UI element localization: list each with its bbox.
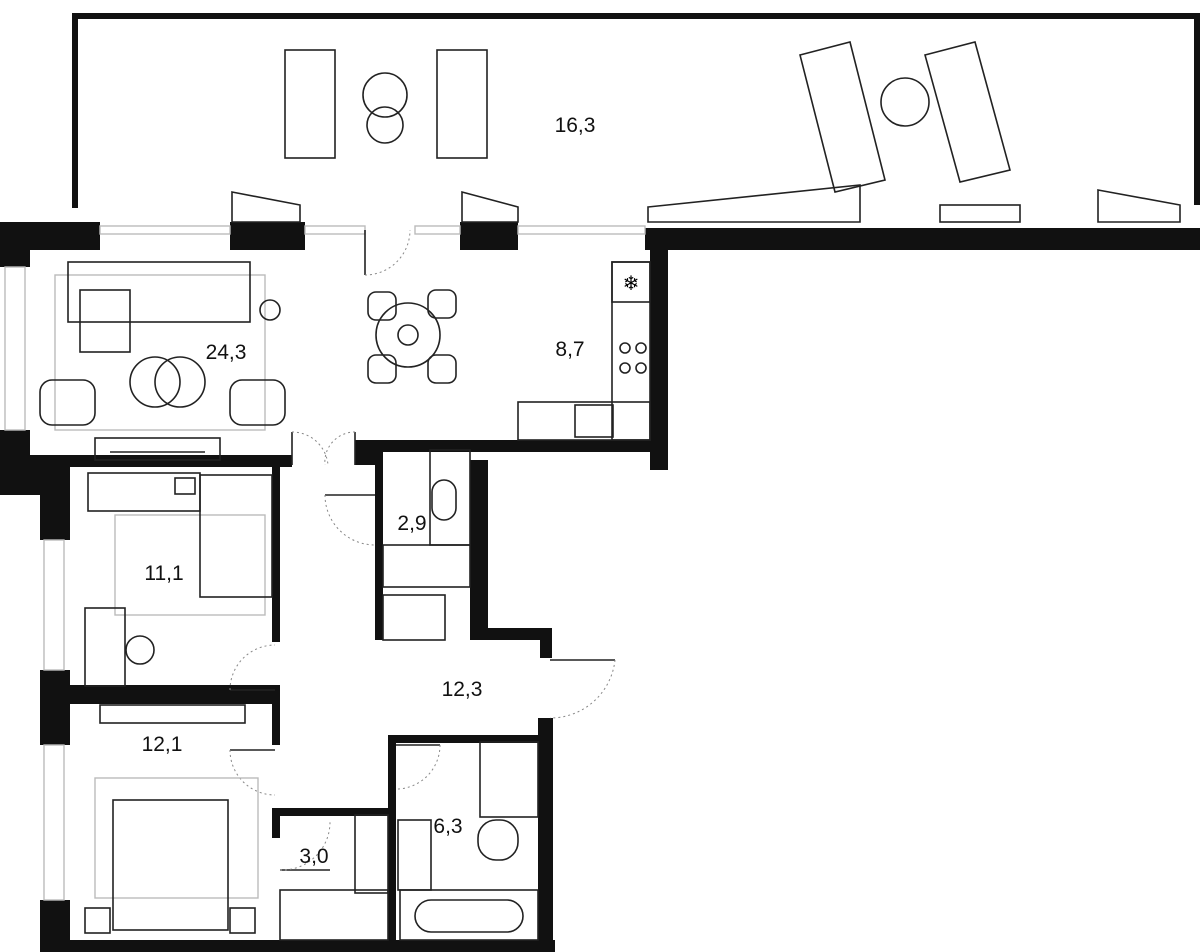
room-area-bathroom-large: 6,3	[433, 815, 463, 838]
room-area-bedroom-2: 12,1	[141, 733, 183, 756]
room-area-living-room: 24,3	[205, 341, 247, 364]
walls	[0, 222, 1200, 952]
svg-text:❄: ❄	[623, 271, 640, 295]
furniture: ❄	[39, 41, 1011, 941]
room-area-kitchen: 8,7	[555, 338, 585, 361]
room-area-hallway: 12,3	[441, 678, 483, 701]
doors	[229, 184, 1181, 871]
windows	[4, 225, 646, 901]
balcony-walls	[72, 13, 1200, 208]
room-area-bedroom-1: 11,1	[144, 562, 184, 585]
room-area-bathroom-small: 2,9	[397, 512, 427, 535]
room-area-wardrobe: 3,0	[299, 845, 329, 868]
room-area-balcony: 16,3	[554, 114, 596, 137]
